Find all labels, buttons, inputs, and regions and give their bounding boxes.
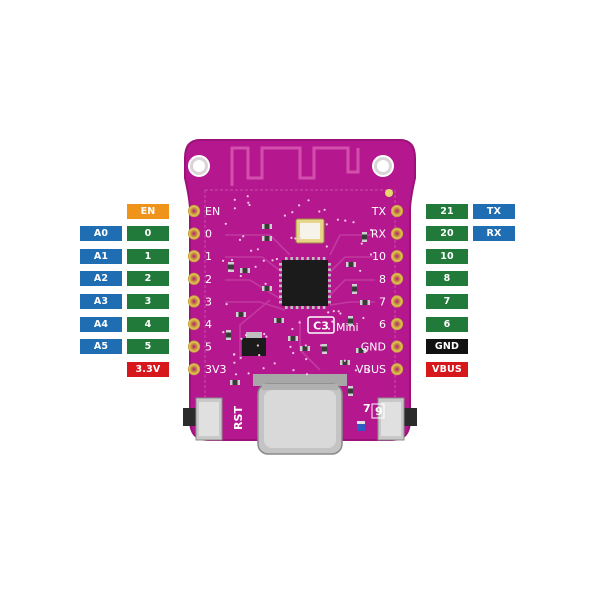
left-pin-label-6-0: A5 [80,339,122,355]
smd-components [226,224,370,396]
right-pad-5 [390,317,404,331]
left-silk-0: EN [205,205,220,218]
silk-num-9: 9 [375,405,383,418]
right-pad-3 [390,272,404,285]
mounting-hole-left [188,155,210,177]
right-pin-label-7-0: VBUS [426,361,468,377]
left-silk-3: 2 [205,273,212,286]
right-pad-0 [390,204,404,218]
silk-num-7: 7 [363,402,371,415]
esp32-c3-chip [279,257,331,309]
right-pin-label-1-0: 20 [426,226,468,242]
right-silk-3: 8 [379,273,386,286]
right-silk-5: 6 [379,318,386,331]
right-pin-label-0-1: TX [473,203,515,219]
right-pin-label-5-0: 6 [426,316,468,332]
left-pin-label-5-0: A4 [80,316,122,332]
left-pad-5 [187,317,201,331]
left-pad-1 [187,227,201,240]
voltage-regulator [242,332,266,356]
right-silk-0: TX [371,205,387,218]
left-pin-label-1-0: A0 [80,226,122,242]
left-silk-1: 0 [205,228,212,241]
left-pin-label-7-0: 3.3V [127,361,169,377]
right-pin-label-3-0: 8 [426,271,468,287]
right-pad-6 [390,340,404,353]
right-pin-label-6-0: GND [426,339,468,355]
right-silk-4: 7 [379,295,386,308]
right-pin-label-4-0: 7 [426,293,468,309]
left-silk-7: 3V3 [205,363,227,376]
usb-c-connector [253,374,347,455]
logo-c3: C3 [313,320,329,333]
left-pad-0 [187,204,201,218]
left-pad-2 [187,250,201,263]
left-silk-2: 1 [205,250,212,263]
left-pad-3 [187,272,201,285]
left-pin-label-2-1: 1 [127,248,169,264]
left-pad-4 [187,295,201,308]
header-pads [187,204,404,376]
rst-label: RST [232,406,245,430]
left-pin-label-4-1: 3 [127,293,169,309]
left-pin-label-2-0: A1 [80,248,122,264]
left-silk-5: 4 [205,318,212,331]
right-silk-7: VBUS [356,363,386,376]
right-pad-7 [390,363,404,376]
boot-button[interactable] [377,397,417,441]
right-pad-4 [390,295,404,308]
left-pin-label-0-0: EN [127,203,169,219]
status-led [357,421,365,431]
pcb-vias [222,195,373,376]
right-pin-label-1-1: RX [473,226,515,242]
left-pin-label-3-0: A2 [80,271,122,287]
right-pin-label-0-0: 21 [426,203,468,219]
logo-mini: Mini [336,321,359,334]
left-pin-label-3-1: 2 [127,271,169,287]
left-silk-6: 5 [205,341,212,354]
left-pin-label-6-1: 5 [127,339,169,355]
right-pin-label-2-0: 10 [426,248,468,264]
right-silk-6: GND [361,341,386,354]
left-pin-label-4-0: A3 [80,293,122,309]
left-pad-6 [187,340,201,353]
right-silk-2: 10 [372,250,386,263]
left-pad-7 [187,363,201,376]
antenna-trace [230,146,360,186]
left-pin-label-1-1: 0 [127,226,169,242]
left-pin-label-5-1: 4 [127,316,169,332]
pin1-marker [385,189,393,197]
mounting-hole-right [372,155,394,177]
left-silk-4: 3 [205,295,212,308]
reset-button[interactable] [183,397,223,441]
right-pad-2 [390,250,404,263]
right-pad-1 [390,227,404,240]
crystal-oscillator [295,218,325,244]
right-silk-1: RX [371,228,387,241]
